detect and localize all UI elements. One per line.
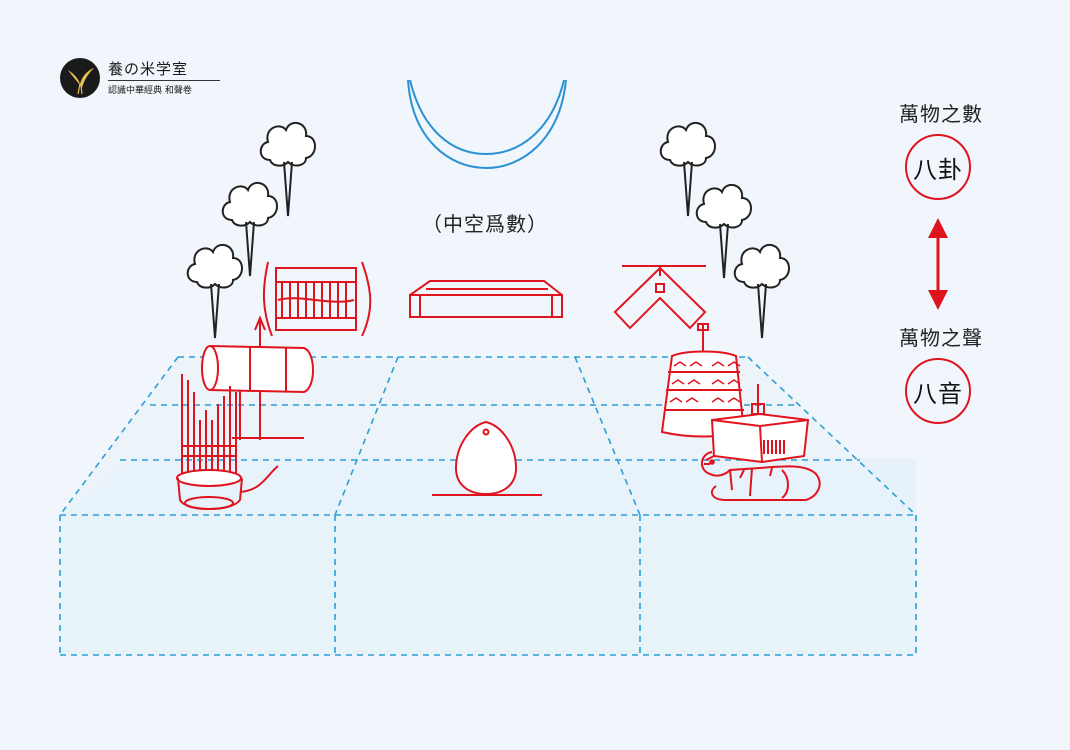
numbers-label: 萬物之數 [899, 102, 983, 126]
center-label: （中空爲數） [422, 212, 548, 236]
tiger-yu-icon [701, 451, 821, 501]
bayin-circle: 八音 [905, 358, 971, 424]
frame-drum-icon [262, 261, 372, 337]
sheng-pipes-icon [176, 374, 279, 510]
brand-logo: 養の米学室 認識中華經典 和聲卷 [60, 56, 240, 104]
logo-title: 養の米学室 [108, 60, 189, 78]
sounds-label: 萬物之聲 [899, 326, 983, 350]
trees-left-icon [188, 123, 315, 338]
zhu-box-icon [710, 384, 810, 464]
trees-right-icon [661, 123, 789, 338]
zither-qin-icon [409, 280, 563, 318]
bird-icon [60, 58, 100, 98]
crescent-moon-icon [407, 79, 567, 170]
logo-subtitle: 認識中華經典 和聲卷 [108, 86, 192, 96]
bell-chime-icon [660, 323, 746, 438]
xun-ocarina-icon [432, 420, 542, 496]
logo-divider [108, 80, 220, 81]
double-arrow-icon [928, 218, 948, 310]
chime-stone-icon [613, 265, 707, 330]
barrel-drum-icon [201, 315, 314, 440]
bagua-circle: 八卦 [905, 134, 971, 200]
